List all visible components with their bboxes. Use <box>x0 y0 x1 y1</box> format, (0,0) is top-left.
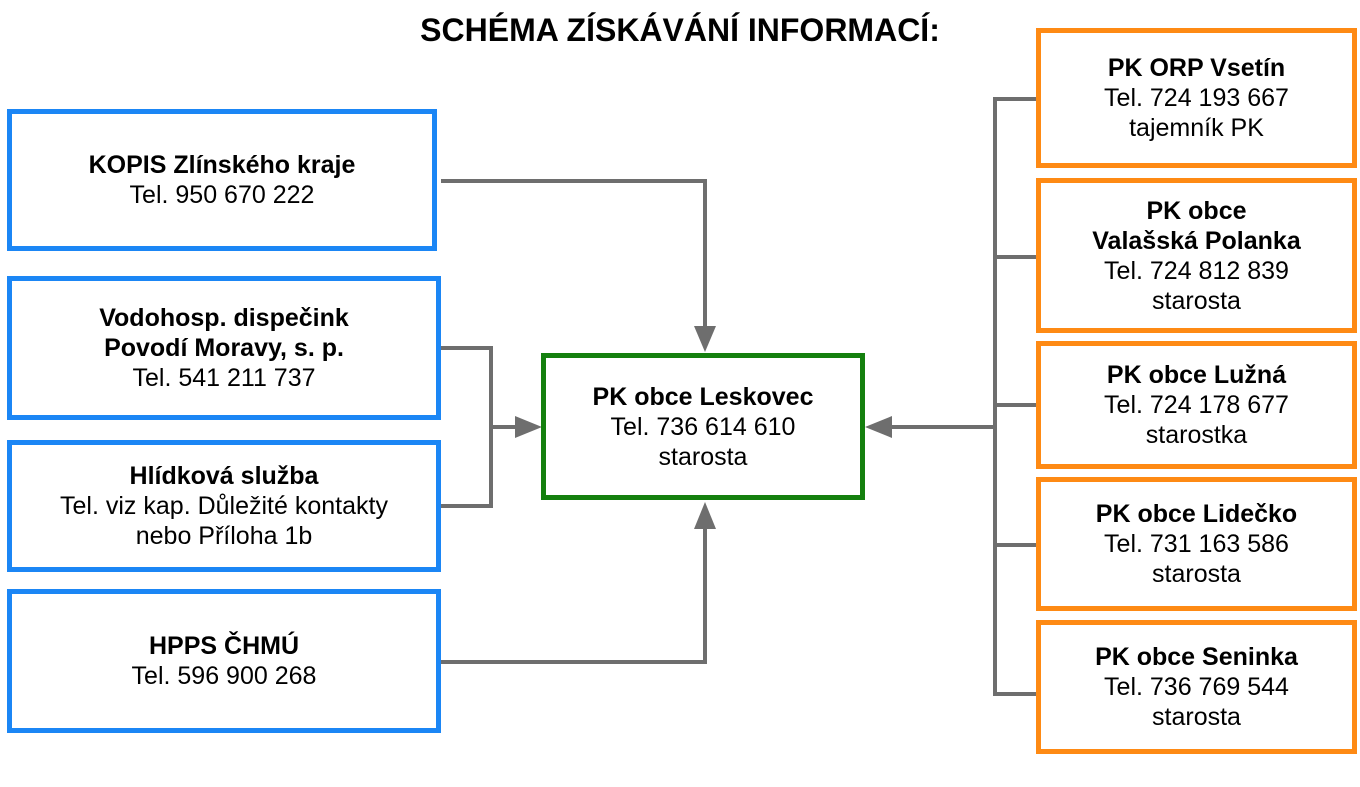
box-phone: Tel. 724 193 667 <box>1104 84 1289 112</box>
box-vodohosp: Vodohosp. dispečink Povodí Moravy, s. p.… <box>7 276 441 420</box>
box-name: Hlídková služba <box>129 462 319 490</box>
connector-kopis-to-center <box>441 179 707 330</box>
box-name: PK obce Lužná <box>1106 361 1287 389</box>
box-name: Vodohosp. dispečink <box>99 304 349 332</box>
connector-bracket-right <box>993 97 1039 696</box>
box-seninka: PK obce Seninka Tel. 736 769 544 starost… <box>1036 620 1357 754</box>
arrowhead-top <box>694 326 716 352</box>
connector-bracket-left <box>441 346 493 508</box>
box-name: PK obce <box>1146 196 1247 225</box>
box-name: HPPS ČHMÚ <box>148 632 299 660</box>
box-name: PK obce Lidečko <box>1095 500 1298 528</box>
arrowhead-bottom <box>694 502 716 529</box>
box-hpps: HPPS ČHMÚ Tel. 596 900 268 <box>7 589 441 733</box>
box-phone: Tel. 736 614 610 <box>610 412 796 441</box>
diagram-title: SCHÉMA ZÍSKÁVÁNÍ INFORMACÍ: <box>420 12 940 48</box>
box-phone: Tel. 724 812 839 <box>1104 256 1289 285</box>
box-role: starosta <box>1152 286 1241 315</box>
box-role: tajemník PK <box>1129 114 1264 142</box>
box-lidecko: PK obce Lidečko Tel. 731 163 586 starost… <box>1036 477 1357 611</box>
box-kopis: KOPIS Zlínského kraje Tel. 950 670 222 <box>7 109 437 251</box>
box-center-leskovec: PK obce Leskovec Tel. 736 614 610 staros… <box>541 353 865 500</box>
box-role: starosta <box>658 442 748 471</box>
box-name: PK obce Leskovec <box>592 382 814 411</box>
box-phone: Tel. viz kap. Důležité kontakty <box>60 492 388 520</box>
box-name: Valašská Polanka <box>1092 226 1301 255</box>
box-role: starosta <box>1152 703 1241 731</box>
box-luzna: PK obce Lužná Tel. 724 178 677 starostka <box>1036 341 1357 469</box>
arrowhead-left <box>515 416 542 438</box>
connector-hpps-to-center <box>441 525 707 664</box>
box-phone: Tel. 724 178 677 <box>1104 391 1289 419</box>
box-phone: Tel. 736 769 544 <box>1104 673 1289 701</box>
box-phone: Tel. 950 670 222 <box>129 181 315 209</box>
box-phone: Tel. 541 211 737 <box>132 364 316 392</box>
box-phone: Tel. 596 900 268 <box>131 662 317 690</box>
box-orp-vsetin: PK ORP Vsetín Tel. 724 193 667 tajemník … <box>1036 28 1357 168</box>
box-valasska-polanka: PK obce Valašská Polanka Tel. 724 812 83… <box>1036 178 1357 333</box>
box-phone: Tel. 731 163 586 <box>1104 530 1289 558</box>
arrowhead-right <box>865 416 892 438</box>
box-role: starosta <box>1152 560 1241 588</box>
box-name: KOPIS Zlínského kraje <box>88 151 356 179</box>
box-note: nebo Příloha 1b <box>135 522 313 550</box>
box-name: PK ORP Vsetín <box>1107 54 1286 82</box>
box-role: starostka <box>1145 421 1248 449</box>
box-name: PK obce Seninka <box>1095 643 1298 671</box>
box-name: Povodí Moravy, s. p. <box>104 334 344 362</box>
box-hlidkova: Hlídková služba Tel. viz kap. Důležité k… <box>7 440 441 572</box>
